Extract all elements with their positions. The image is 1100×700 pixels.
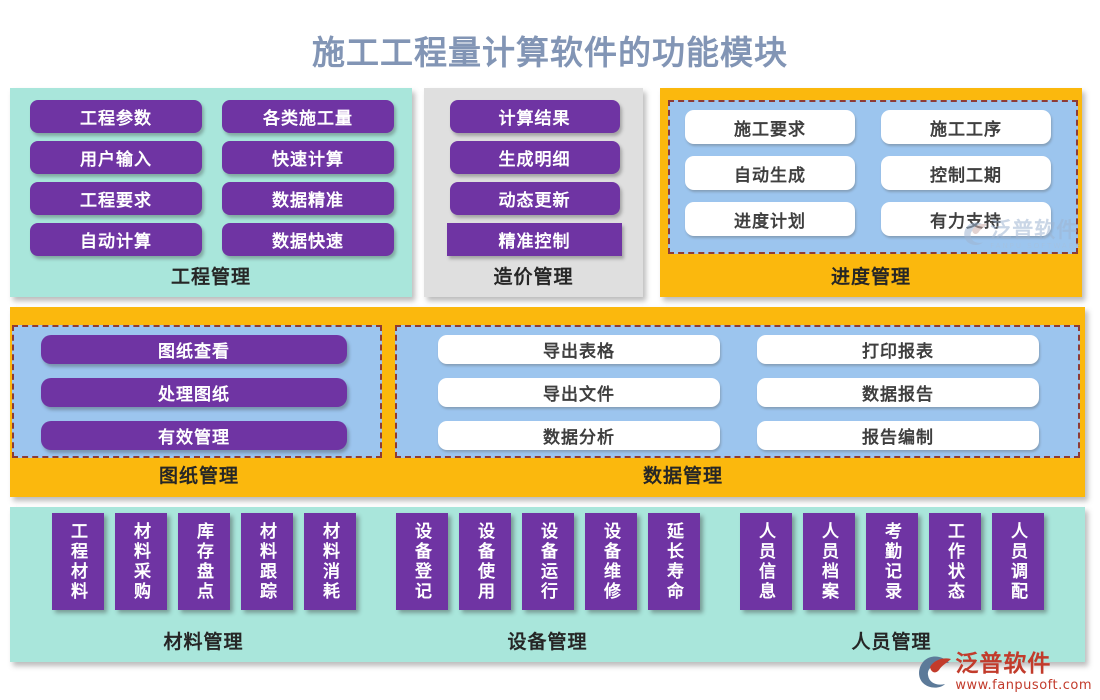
data-inner-area: 导出表格 打印报表 导出文件 数据报告 数据分析 报告编制 (395, 325, 1080, 458)
module-block-control-duration: 控制工期 (881, 156, 1051, 190)
panel-schedule: 施工要求 施工工序 自动生成 控制工期 进度计划 有力支持 泛普软件 FANPU… (660, 88, 1082, 297)
module-block-export-file: 导出文件 (438, 378, 720, 407)
panel-label-personnel: 人员管理 (851, 631, 932, 653)
module-block-work-status: 工作状态 (928, 513, 981, 610)
brand-watermark: 泛普软件 www.fanpusoft.com (916, 653, 1092, 692)
panel-label-drawing: 图纸管理 (158, 465, 239, 487)
module-block-calc-result: 计算结果 (449, 100, 620, 133)
module-block-data-accuracy: 数据精准 (222, 182, 394, 215)
module-block-equipment-repair: 设备维修 (584, 513, 637, 610)
panel-resources: 工程材料 材料采购 库存盘点 材料跟踪 材料消耗 材料管理 设备登记 设备使用 … (10, 507, 1085, 662)
personnel-buttons: 人员信息 人员档案 考勤记录 工作状态 人员调配 (739, 513, 1044, 610)
module-block-personnel-info: 人员信息 (739, 513, 792, 610)
module-block-extend-life: 延长寿命 (647, 513, 700, 610)
cost-button-column: 计算结果 生成明细 动态更新 精准控制 (447, 100, 622, 256)
material-group: 工程材料 材料采购 库存盘点 材料跟踪 材料消耗 材料管理 (51, 513, 356, 654)
module-block-construction-requirements: 施工要求 (685, 110, 855, 144)
module-block-user-input: 用户输入 (30, 141, 202, 174)
module-block-strong-support: 有力支持 (881, 202, 1051, 236)
module-block-drawing-view: 图纸查看 (41, 335, 347, 364)
personnel-group: 人员信息 人员档案 考勤记录 工作状态 人员调配 人员管理 (739, 513, 1044, 654)
module-block-equipment-use: 设备使用 (458, 513, 511, 610)
module-block-personnel-allocation: 人员调配 (991, 513, 1044, 610)
module-block-auto-generate: 自动生成 (685, 156, 855, 190)
drawing-inner-area: 图纸查看 处理图纸 有效管理 (12, 325, 382, 458)
resource-groups: 工程材料 材料采购 库存盘点 材料跟踪 材料消耗 材料管理 设备登记 设备使用 … (10, 513, 1085, 654)
equipment-group: 设备登记 设备使用 设备运行 设备维修 延长寿命 设备管理 (395, 513, 700, 654)
module-block-project-material: 工程材料 (51, 513, 104, 610)
module-block-attendance-record: 考勤记录 (865, 513, 918, 610)
module-block-construction-procedure: 施工工序 (881, 110, 1051, 144)
module-block-export-table: 导出表格 (438, 335, 720, 364)
equipment-buttons: 设备登记 设备使用 设备运行 设备维修 延长寿命 (395, 513, 700, 610)
panel-label-schedule: 进度管理 (830, 266, 911, 288)
panel-engineering: 工程参数 各类施工量 用户输入 快速计算 工程要求 数据精准 自动计算 数据快速… (10, 88, 412, 297)
drawing-button-column: 图纸查看 处理图纸 有效管理 (41, 335, 347, 450)
module-block-dynamic-update: 动态更新 (449, 182, 620, 215)
module-block-construction-quantities: 各类施工量 (222, 100, 394, 133)
module-block-material-consumption: 材料消耗 (303, 513, 356, 610)
brand-url: www.fanpusoft.com (955, 678, 1092, 693)
module-block-fast-calc: 快速计算 (222, 141, 394, 174)
schedule-inner-area: 施工要求 施工工序 自动生成 控制工期 进度计划 有力支持 泛普软件 FANPU… (668, 100, 1080, 254)
module-block-engineering-params: 工程参数 (30, 100, 202, 133)
material-buttons: 工程材料 材料采购 库存盘点 材料跟踪 材料消耗 (51, 513, 356, 610)
panel-label-material: 材料管理 (163, 631, 244, 653)
module-block-generate-detail: 生成明细 (449, 141, 620, 174)
module-block-schedule-plan: 进度计划 (685, 202, 855, 236)
module-block-print-report: 打印报表 (757, 335, 1039, 364)
module-block-equipment-operation: 设备运行 (521, 513, 574, 610)
schedule-button-grid: 施工要求 施工工序 自动生成 控制工期 进度计划 有力支持 (685, 110, 1051, 236)
panel-label-equipment: 设备管理 (507, 631, 588, 653)
panel-label-cost: 造价管理 (493, 266, 574, 288)
module-block-data-report: 数据报告 (757, 378, 1039, 407)
module-block-material-purchase: 材料采购 (114, 513, 167, 610)
brand-name: 泛普软件 (955, 651, 1052, 677)
module-block-data-speed: 数据快速 (222, 223, 394, 256)
module-block-precise-control: 精准控制 (447, 223, 622, 256)
panel-label-data: 数据管理 (642, 465, 723, 487)
module-block-material-tracking: 材料跟踪 (240, 513, 293, 610)
module-block-report-compile: 报告编制 (757, 421, 1039, 450)
engineering-button-grid: 工程参数 各类施工量 用户输入 快速计算 工程要求 数据精准 自动计算 数据快速 (30, 100, 394, 256)
module-block-effective-management: 有效管理 (41, 421, 347, 450)
module-block-personnel-files: 人员档案 (802, 513, 855, 610)
fanpu-logo-icon (919, 656, 952, 688)
panel-cost: 计算结果 生成明细 动态更新 精准控制 造价管理 (424, 88, 643, 297)
module-block-data-analysis: 数据分析 (438, 421, 720, 450)
panel-label-engineering: 工程管理 (170, 266, 251, 288)
module-block-equipment-register: 设备登记 (395, 513, 448, 610)
module-block-engineering-requirements: 工程要求 (30, 182, 202, 215)
diagram-title: 施工工程量计算软件的功能模块 (312, 33, 788, 72)
data-button-grid: 导出表格 打印报表 导出文件 数据报告 数据分析 报告编制 (438, 335, 1039, 450)
brand-name-en: FANPU SOFTWARE (990, 242, 1082, 250)
module-block-auto-calc: 自动计算 (30, 223, 202, 256)
panel-drawing-data: 图纸查看 处理图纸 有效管理 导出表格 打印报表 导出文件 数据报告 数据分析 … (10, 307, 1085, 497)
module-block-inventory-check: 库存盘点 (177, 513, 230, 610)
module-block-drawing-process: 处理图纸 (41, 378, 347, 407)
